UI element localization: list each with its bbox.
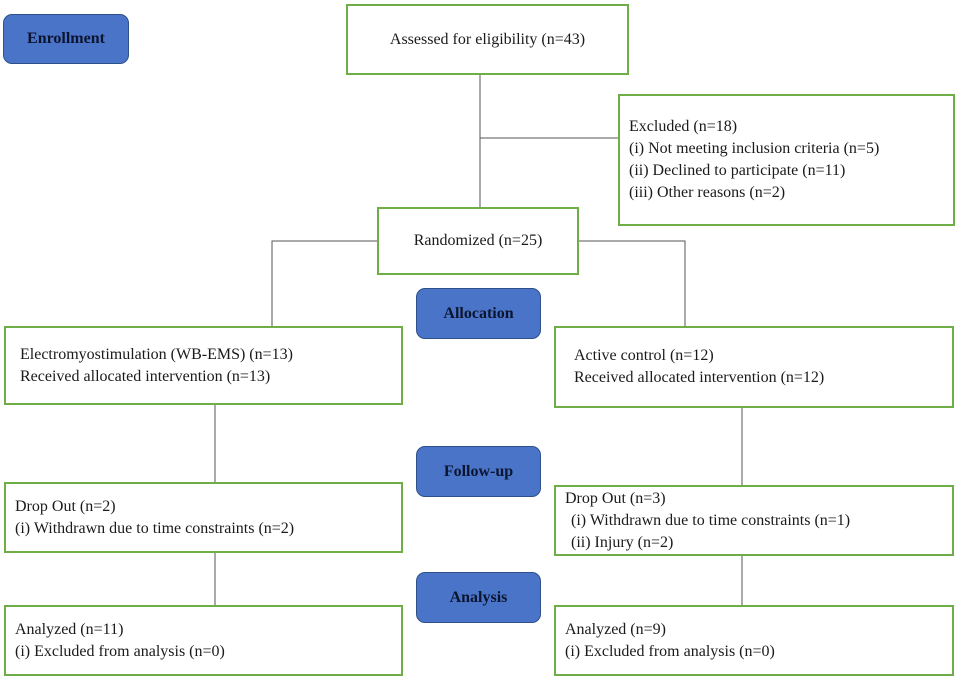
analysis-stage-label: Analysis [416, 572, 541, 623]
allocation-stage-label: Allocation [416, 288, 541, 339]
left-allocation-box: Electromyostimulation (WB-EMS) (n=13) Re… [4, 326, 403, 405]
excluded-title: Excluded (n=18) [629, 118, 738, 135]
left-followup-line: (i) Withdrawn due to time constraints (n… [15, 519, 295, 537]
right-followup-line: (ii) Injury (n=2) [571, 533, 674, 551]
right-allocation-box: Active control (n=12) Received allocated… [554, 326, 954, 408]
left-analysis-line: (i) Excluded from analysis (n=0) [15, 642, 225, 660]
followup-stage-label: Follow-up [416, 446, 541, 497]
right-analysis-line: (i) Excluded from analysis (n=0) [565, 642, 775, 660]
left-followup-line: Drop Out (n=2) [15, 497, 116, 515]
connector-randomized-to-right-arm [579, 240, 686, 326]
right-analysis-line: Analyzed (n=9) [565, 620, 666, 638]
excluded-reason: (ii) Declined to participate (n=11) [629, 162, 846, 179]
right-followup-line: (i) Withdrawn due to time constraints (n… [571, 511, 851, 529]
assessed-box: Assessed for eligibility (n=43) [346, 4, 629, 75]
left-allocation-line: Received allocated intervention (n=13) [20, 367, 271, 385]
right-followup-line: Drop Out (n=3) [565, 489, 666, 507]
left-analysis-box: Analyzed (n=11) (i) Excluded from analys… [4, 605, 403, 676]
assessed-text: Assessed for eligibility (n=43) [389, 30, 586, 48]
left-analysis-line: Analyzed (n=11) [15, 620, 124, 638]
right-followup-box: Drop Out (n=3) (i) Withdrawn due to time… [554, 485, 954, 556]
right-analysis-box: Analyzed (n=9) (i) Excluded from analysi… [554, 605, 954, 676]
connector-randomized-to-left-arm [271, 240, 377, 326]
randomized-text: Randomized (n=25) [413, 232, 543, 249]
left-allocation-line: Electromyostimulation (WB-EMS) (n=13) [20, 345, 293, 363]
excluded-reason: (i) Not meeting inclusion criteria (n=5) [629, 140, 880, 157]
excluded-box: Excluded (n=18) (i) Not meeting inclusio… [618, 94, 955, 226]
randomized-box: Randomized (n=25) [377, 207, 579, 275]
enrollment-stage-label: Enrollment [3, 14, 129, 64]
right-allocation-line: Received allocated intervention (n=12) [574, 369, 825, 386]
right-allocation-line: Active control (n=12) [574, 347, 714, 364]
left-followup-box: Drop Out (n=2) (i) Withdrawn due to time… [4, 482, 403, 553]
excluded-reason: (iii) Other reasons (n=2) [629, 184, 786, 201]
